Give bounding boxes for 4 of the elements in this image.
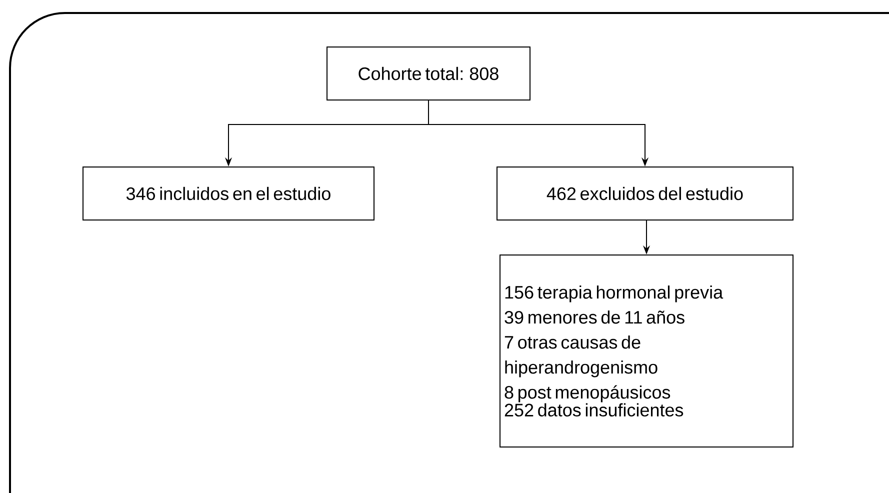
flow-box: Cohorte total: 808 [326, 46, 530, 100]
flow-box: 462 excluidos del estudio [496, 166, 794, 220]
list-box: 156 terapia hormonal previa 39 menores de 11 años 7 otras causas de hiperandrogenismo 8 post menopáusicos 252 datos insuficientes [500, 254, 794, 448]
flow-box: 346 incluidos en el estudio [82, 166, 374, 220]
